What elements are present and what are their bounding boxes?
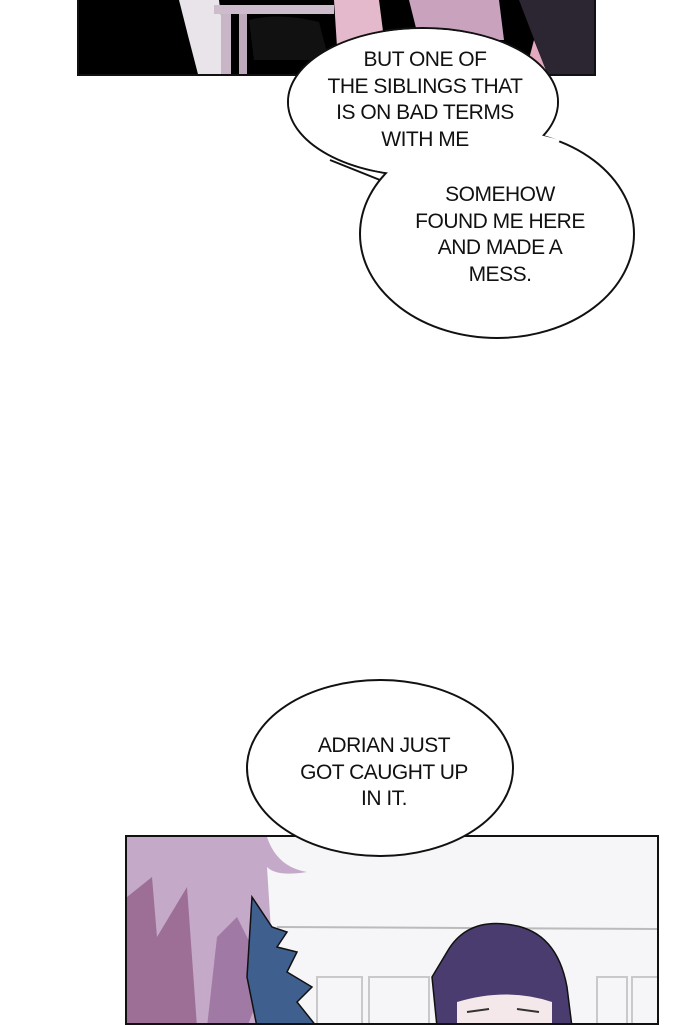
panel-artwork-two-characters [127, 837, 657, 1023]
text-line: FOUND ME HERE [415, 209, 585, 233]
text-line: SOMEHOW [445, 183, 555, 206]
text-line: IS ON BAD TERMS [336, 101, 514, 124]
speech-bubble-text-2: SOMEHOW FOUND ME HERE AND MADE A MESS. [375, 182, 625, 288]
speech-bubble-text-3: ADRIAN JUST GOT CAUGHT UP IN IT. [259, 733, 509, 813]
text-line: IN IT. [360, 787, 408, 810]
speech-bubble-outline-1 [329, 159, 381, 181]
text-line: BUT ONE OF [363, 48, 487, 71]
text-line: ADRIAN JUST [317, 734, 451, 757]
text-line: GOT CAUGHT UP [300, 760, 468, 784]
text-line: THE SIBLINGS THAT [327, 74, 523, 98]
speech-bubble-text-1: BUT ONE OF THE SIBLINGS THAT IS ON BAD T… [300, 47, 550, 153]
text-line: AND MADE A [437, 236, 563, 259]
text-line: WITH ME [381, 127, 469, 151]
text-line: MESS. [468, 262, 532, 286]
comic-panel-bottom [125, 835, 659, 1025]
